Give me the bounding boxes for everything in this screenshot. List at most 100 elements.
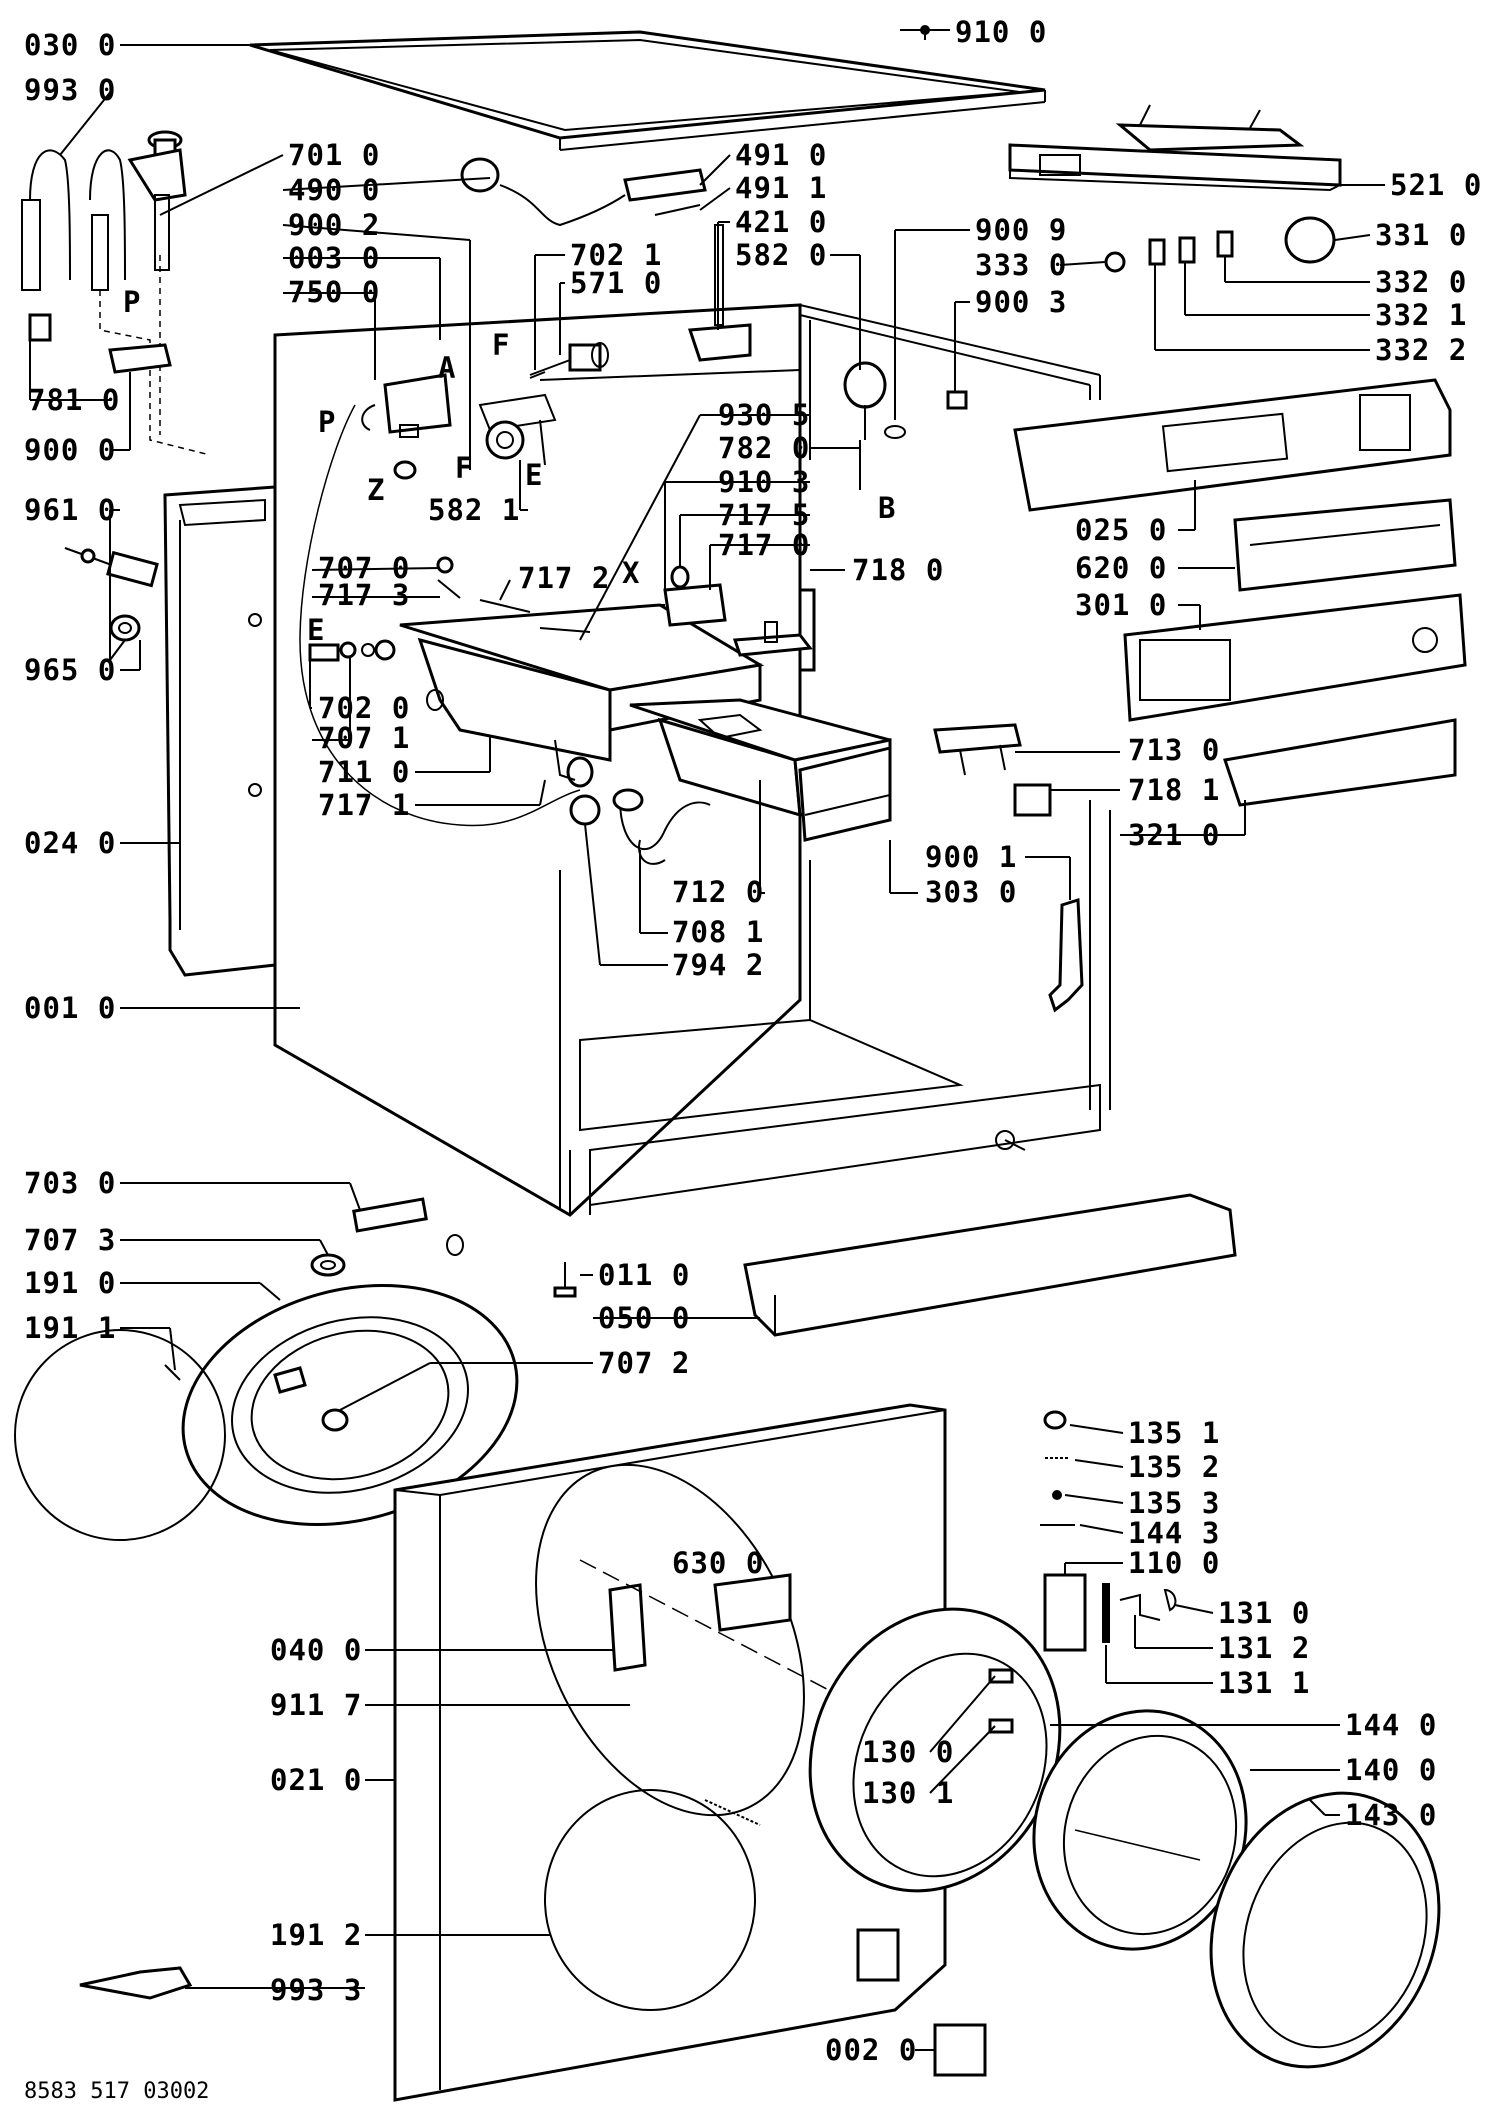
module-521-part [1008,104,1344,192]
label-521-0: 521 0 [1390,168,1482,202]
knob-331-part [1284,216,1336,264]
label-708-1: 708 1 [672,915,764,949]
leader-line [259,1282,281,1301]
label-707-0: 707 0 [318,551,410,585]
label-003-0: 003 0 [288,241,380,275]
door-frame-143-part [1209,1791,1441,2069]
leader-line [349,1182,361,1211]
leader-line [539,779,546,806]
label-025-0: 025 0 [1075,513,1167,547]
label-900-0: 900 0 [24,433,116,467]
top-lid-part [249,30,1046,151]
label-630-0: 630 0 [672,1546,764,1580]
label-718-0: 718 0 [852,553,944,587]
leader-line [1064,1494,1124,1504]
callout-outline [299,404,581,827]
leader-line [1309,1799,1326,1816]
leader-line [109,639,126,661]
label-011-0: 011 0 [598,1258,690,1292]
label-717-2: 717 2 [518,561,610,595]
label-750-0: 750 0 [288,275,380,309]
hinge-110-part [1043,1573,1177,1652]
label-140-0: 140 0 [1345,1753,1437,1787]
leader-line [499,579,511,601]
clamp-191-1-part [14,1329,226,1541]
label-303-0: 303 0 [925,875,1017,909]
hose-fittings-part [308,556,591,662]
bushing-965-part [109,614,141,642]
leader-line [1174,1604,1214,1614]
label-717-3: 717 3 [318,578,410,612]
label-707-2: 707 2 [598,1346,690,1380]
leader-line [929,1675,996,1753]
control-panel-301-part [1123,593,1467,722]
diagram-code: 8583 517 03002 [24,2079,209,2104]
label-582-0: 582 0 [735,238,827,272]
wire-191-2-part [704,1799,761,1826]
label-321-0: 321 0 [1128,818,1220,852]
label-001-0: 001 0 [24,991,116,1025]
bracket-713-part [933,723,1052,817]
label-491-0: 491 0 [735,138,827,172]
inlet-hose-part [21,149,211,456]
label-707-1: 707 1 [318,721,410,755]
label-713-0: 713 0 [1128,733,1220,767]
label-703-0: 703 0 [24,1166,116,1200]
kickplate-050-part [743,1193,1237,1337]
label-135-1: 135 1 [1128,1416,1220,1450]
pcb-620-part [1233,498,1457,592]
label-191-2: 191 2 [270,1918,362,1952]
label-021-0: 021 0 [270,1763,362,1797]
part-718-0 [732,588,816,672]
leader-line [319,1239,329,1256]
label-131-0: 131 0 [1218,1596,1310,1630]
connector-491-part [623,168,707,216]
leader-line [1074,1459,1124,1468]
label-421-0: 421 0 [735,205,827,239]
leader-line [584,823,601,966]
marker-e-lower: E [307,613,325,647]
part-drawings [14,25,1467,2102]
marker-p-hose: P [123,285,141,319]
label-993-0: 993 0 [24,73,116,107]
label-782-0: 782 0 [718,431,810,465]
label-900-2: 900 2 [288,208,380,242]
label-024-0: 024 0 [24,826,116,860]
label-002-0: 002 0 [825,2033,917,2067]
marker-b: B [878,491,896,525]
cabinet-part [273,303,1111,1217]
leader-line [1069,1424,1124,1434]
label-143-0: 143 0 [1345,1798,1437,1832]
label-993-3: 993 3 [270,1973,362,2007]
label-911-7: 911 7 [270,1688,362,1722]
marker-p-left: P [318,405,336,439]
label-110-0: 110 0 [1128,1546,1220,1580]
label-707-3: 707 3 [24,1223,116,1257]
label-050-0: 050 0 [598,1301,690,1335]
drawer-712-part [629,698,892,842]
leader-line [699,154,731,186]
label-332-2: 332 2 [1375,333,1467,367]
leader-line [59,89,113,156]
marker-e-upper: E [525,458,543,492]
screw-011-part [553,1262,577,1298]
label-961-0: 961 0 [24,493,116,527]
label-333-0: 333 0 [975,248,1067,282]
part-900-1 [1048,897,1084,1013]
label-794-2: 794 2 [672,948,764,982]
label-712-0: 712 0 [672,875,764,909]
label-702-1: 702 1 [570,238,662,272]
screw-910-part [920,25,930,40]
marker-f-lower: F [455,451,473,485]
label-030-0: 030 0 [24,28,116,62]
cover-002-part [933,2023,987,2077]
label-332-0: 332 0 [1375,265,1467,299]
part-333 [1104,251,1126,273]
label-711-0: 711 0 [318,755,410,789]
label-702-0: 702 0 [318,691,410,725]
leader-line [699,187,731,211]
label-130-0: 130 0 [862,1735,954,1769]
hose-708-part [569,788,711,865]
label-930-5: 930 5 [718,398,810,432]
leader-line [311,567,441,571]
